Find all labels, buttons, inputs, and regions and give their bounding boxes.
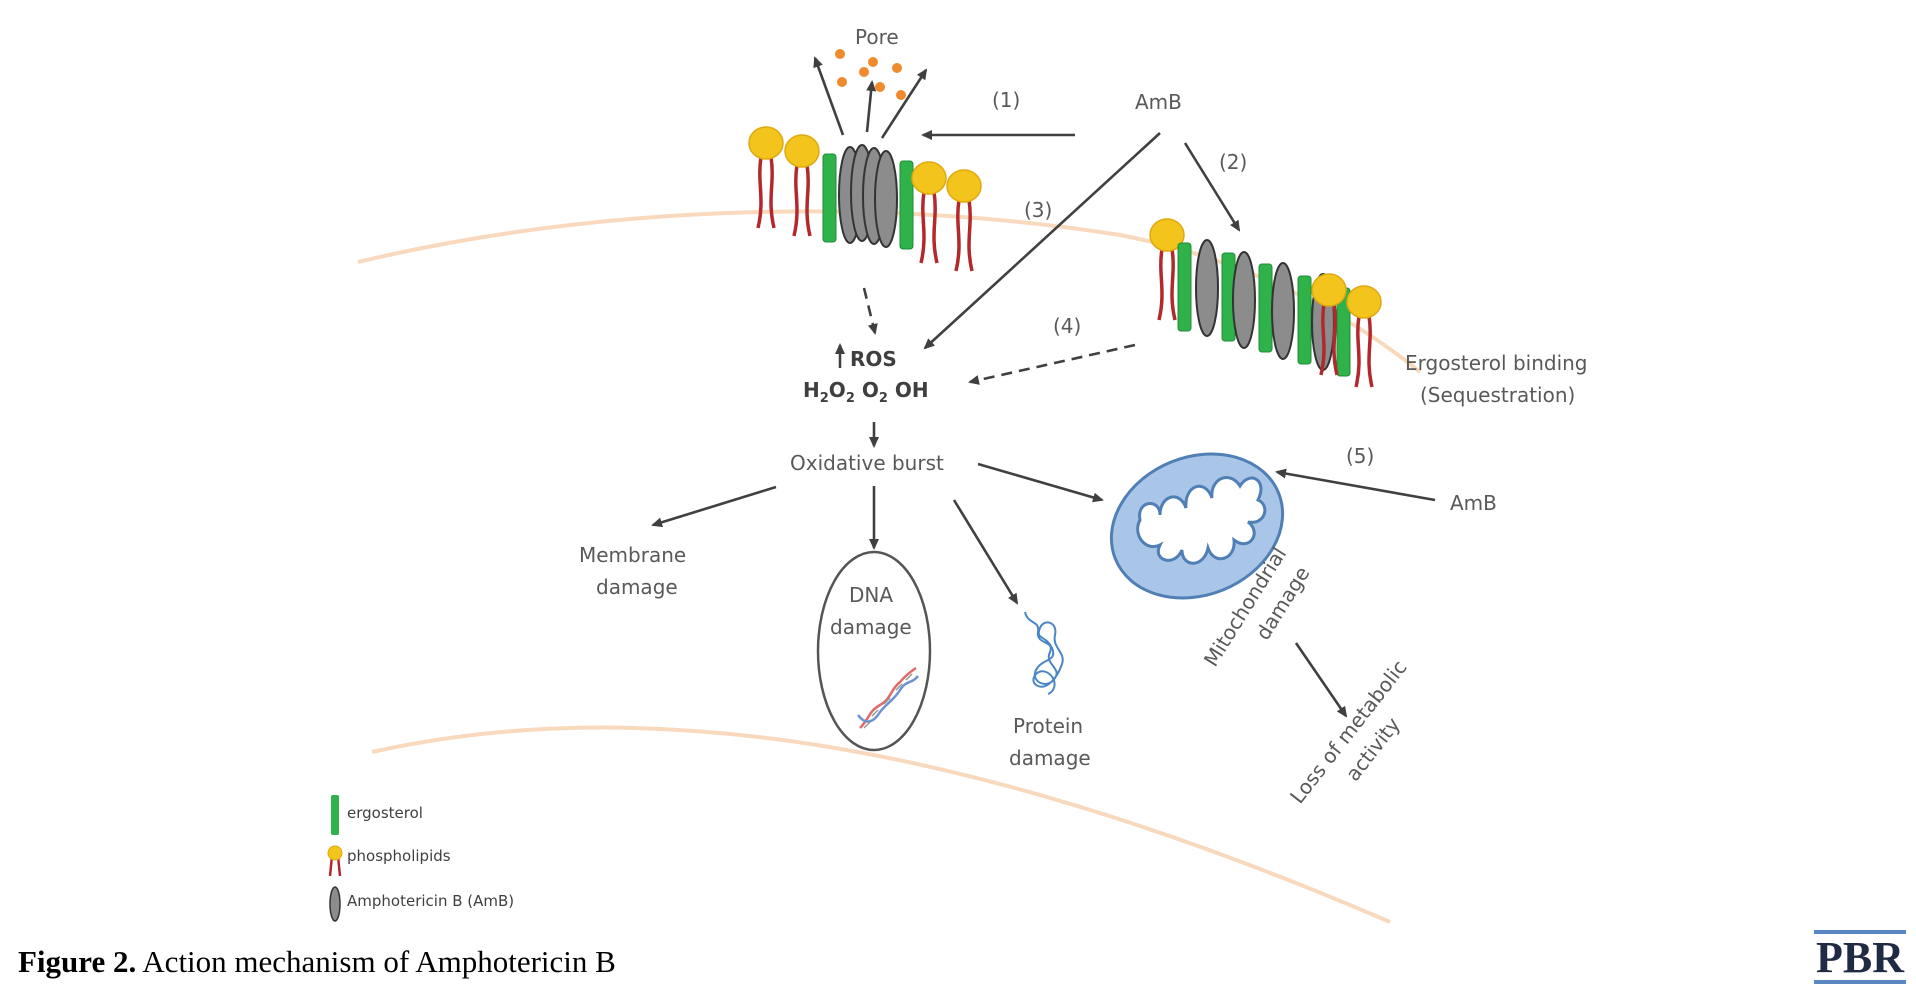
step-5-label: (5) [1346, 444, 1374, 468]
figure-caption: Figure 2. Action mechanism of Amphoteric… [18, 944, 616, 980]
membrane-damage-line2: damage [596, 575, 678, 599]
legend-ergosterol-icon [331, 795, 339, 835]
membrane-damage-line1: Membrane [579, 543, 686, 567]
amphotericin-diagram: Pore (1) AmB (2) (3) (4) (5) ROS H2O2 O2… [327, 25, 1588, 924]
amb-right-label: AmB [1450, 491, 1497, 515]
legend-amb-label: Amphotericin B (AmB) [347, 892, 514, 910]
step-3-label: (3) [1024, 198, 1052, 222]
ros-species: H2O2 O2 OH [803, 378, 929, 406]
dna-nucleus [816, 550, 932, 752]
inner-membrane-line [371, 725, 1391, 924]
loss-metabolic-text: Loss of metabolic activity [1285, 656, 1412, 809]
pore-complex [747, 125, 983, 273]
mitochondrion [1109, 452, 1285, 600]
legend-amb-icon [329, 886, 341, 922]
ergosterol-binding-line2: (Sequestration) [1420, 383, 1575, 407]
ergosterol-binding-line1: Ergosterol binding [1405, 351, 1588, 375]
figure-caption-number: Figure 2. [18, 944, 137, 979]
protein-damage-line1: Protein [1013, 714, 1083, 738]
step-4-label: (4) [1053, 314, 1081, 338]
legend-phospholipid-label: phospholipids [347, 847, 451, 865]
step-1-label: (1) [992, 88, 1020, 112]
protein-icon [1024, 611, 1064, 695]
oxidative-burst-label: Oxidative burst [790, 451, 944, 475]
dna-damage-line2: damage [830, 615, 912, 639]
ros-label: ROS [850, 347, 897, 371]
legend-phospholipid-icon [327, 845, 343, 877]
step-2-label: (2) [1219, 150, 1247, 174]
dna-damage-line1: DNA [849, 583, 893, 607]
pore-ions [835, 49, 906, 100]
pbr-logo: PBR [1814, 930, 1906, 984]
protein-damage-line2: damage [1009, 746, 1091, 770]
legend-ergosterol-label: ergosterol [347, 804, 423, 822]
amb-top-label: AmB [1135, 90, 1182, 114]
pore-label: Pore [855, 25, 899, 49]
sequestration-complex [1148, 217, 1383, 389]
ros-block: ROS H2O2 O2 OH [803, 343, 929, 406]
figure-caption-text: Action mechanism of Amphotericin B [142, 944, 616, 979]
legend: ergosterol phospholipids Amphotericin B … [327, 795, 514, 922]
